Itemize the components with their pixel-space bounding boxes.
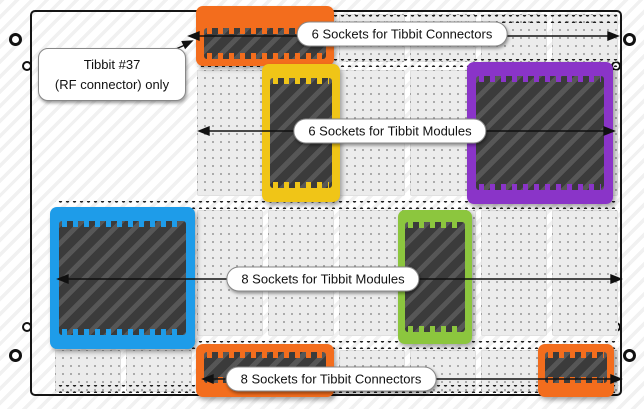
socket-tile — [481, 210, 547, 336]
pin-holes-row — [55, 341, 619, 349]
label-bottom-connectors: 8 Sockets for Tibbit Connectors — [225, 366, 437, 392]
label-top-modules: 6 Sockets for Tibbit Modules — [293, 118, 487, 144]
module-teeth — [273, 78, 329, 84]
mounting-hole — [9, 33, 22, 46]
label-bottom-modules: 8 Sockets for Tibbit Modules — [226, 266, 420, 292]
module-teeth — [62, 329, 183, 335]
module-body — [476, 76, 604, 190]
mounting-hole — [22, 322, 32, 332]
label-top-connectors: 6 Sockets for Tibbit Connectors — [296, 21, 508, 47]
module-teeth — [479, 184, 601, 190]
connector-teeth — [207, 352, 323, 358]
tibbit-module-blue — [50, 207, 195, 349]
module-body — [59, 221, 186, 335]
tibbit-module-purple — [467, 62, 613, 204]
rf-note-line1: Tibbit #37 — [83, 57, 141, 72]
mounting-hole — [9, 349, 22, 362]
socket-tile — [552, 210, 618, 336]
pin-holes-row — [197, 59, 619, 67]
connector-teeth — [207, 53, 323, 59]
module-teeth — [408, 326, 462, 332]
module-teeth — [273, 182, 329, 188]
connector-teeth — [548, 377, 604, 383]
pin-holes-row — [197, 15, 619, 23]
mounting-hole — [22, 61, 32, 71]
rf-connector-note: Tibbit #37 (RF connector) only — [38, 48, 186, 101]
connector-teeth — [207, 28, 323, 34]
pin-holes-row — [55, 201, 619, 209]
socket-tile — [197, 70, 263, 196]
module-teeth — [408, 222, 462, 228]
connector-body — [545, 352, 607, 383]
module-teeth — [62, 221, 183, 227]
mounting-hole — [623, 349, 636, 362]
rf-note-line2: (RF connector) only — [54, 76, 170, 92]
module-teeth — [479, 76, 601, 82]
connector-teeth — [548, 352, 604, 358]
tibbit-connector-orange-bottom-right — [538, 344, 614, 397]
mounting-hole — [623, 33, 636, 46]
